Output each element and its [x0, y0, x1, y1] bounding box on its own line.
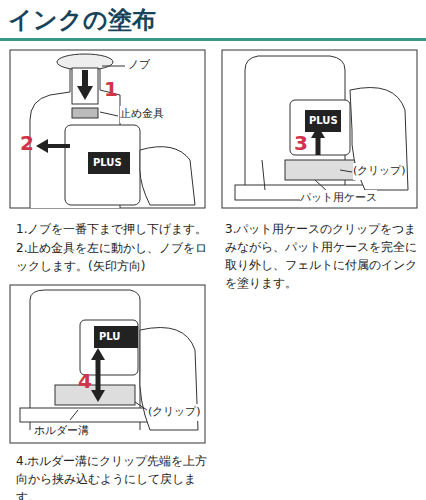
callout-number: 1	[104, 74, 118, 104]
part-name: 止め金具	[120, 106, 164, 123]
callout-number: 3	[294, 128, 308, 158]
part-name: (クリップ)	[353, 163, 406, 180]
instruction-text: 4.ホルダー溝にクリップ先端を上方向から挟み込むようにして戻します。	[16, 452, 212, 500]
title: インクの塗布	[8, 2, 156, 38]
part-name: パット用ケース	[300, 190, 377, 207]
part-name: ホルダー溝	[34, 423, 89, 440]
brand-mark: PLUS	[93, 155, 122, 170]
callout-number: 2	[20, 128, 34, 158]
instruction-text: 2.止め金具を左に動かし、ノブをロックします。(矢印方向)	[16, 239, 212, 275]
part-name: (クリップ)	[148, 404, 201, 421]
brand-mark: PLU	[99, 329, 120, 344]
callout-number: 4	[78, 366, 92, 396]
brand-mark: PLUS	[309, 113, 338, 128]
part-name: ノブ	[128, 57, 150, 74]
instruction-text: 1.ノブを一番下まで押し下げます。	[16, 220, 212, 238]
instruction-text: 3.パット用ケースのクリップをつまみながら、パット用ケースを完全に取り外し、フェ…	[225, 220, 421, 292]
